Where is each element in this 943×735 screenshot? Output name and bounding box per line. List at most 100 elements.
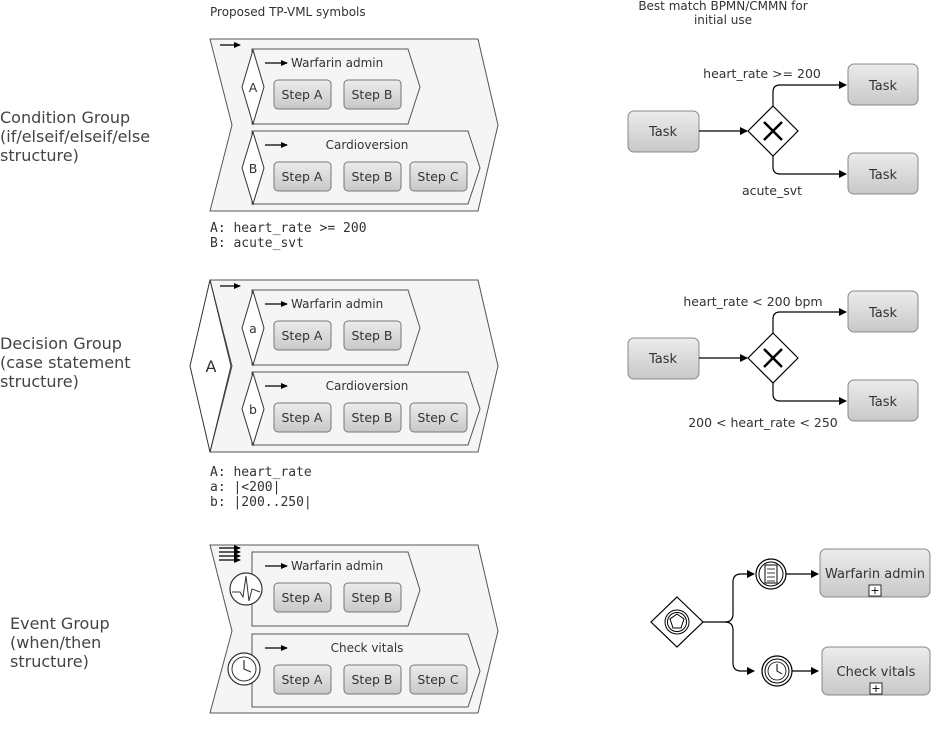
condition-sub1-step-a-button[interactable] (273, 79, 332, 110)
condition-sub1-step-b-label: Step B (351, 87, 392, 102)
decision-bpmn-top-task-label: Task (868, 306, 898, 321)
condition-sub2-step-b-button[interactable] (343, 161, 402, 192)
condition-bpmn-bottom-task-label: Task (868, 168, 898, 183)
event-bpmn-flow-bottom (724, 621, 755, 675)
event-top-collapsed-marker[interactable] (868, 584, 882, 597)
condition-gateway-x-icon (763, 121, 783, 141)
condition-bpmn-flow-bottom (772, 156, 847, 178)
condition-sub1-step-b-button[interactable] (343, 79, 402, 110)
condition-title-line2: (if/elseif/elseif/else (0, 127, 150, 146)
condition-sub2-marker-diamond (241, 130, 265, 206)
decision-bpmn-top-label: heart_rate < 200 bpm (683, 294, 822, 309)
decision-outer-marker: A (206, 357, 217, 376)
condition-sub1-step-a-label: Step A (282, 87, 323, 102)
condition-sub2-step-c-button[interactable] (409, 161, 468, 192)
decision-title-line3: structure) (0, 372, 79, 391)
header-left: Proposed TP-VML symbols (210, 5, 366, 19)
condition-group: Condition Group (if/elseif/elseif/else s… (0, 38, 919, 251)
condition-sub2-step-a-button[interactable] (273, 161, 332, 192)
decision-sub1-title: Warfarin admin (291, 297, 383, 311)
condition-title-line3: structure) (0, 146, 79, 165)
clock-icon (227, 652, 261, 686)
condition-sub1-marker: A (249, 80, 258, 95)
condition-sub2-step-c-label: Step C (417, 169, 458, 184)
decision-sub2-marker-diamond (241, 371, 265, 447)
decision-bpmn-flow-top (772, 308, 847, 333)
condition-sub2-marker: B (249, 161, 258, 176)
decision-sub1-step-a-button[interactable] (273, 320, 332, 351)
decision-legend-line3: b: |200..250| (210, 495, 312, 510)
event-sub2-step-b-button[interactable] (343, 664, 402, 695)
event-based-gateway[interactable] (650, 596, 704, 648)
condition-sub1-title: Warfarin admin (291, 56, 383, 70)
decision-title-line1: Decision Group (0, 334, 122, 353)
decision-bpmn-task-label: Task (648, 352, 678, 367)
event-sub1-step-b-button[interactable] (343, 582, 402, 613)
event-bpmn-bottom-task[interactable] (821, 646, 931, 696)
condition-sub2-step-a-label: Step A (282, 169, 323, 184)
conditional-event-icon[interactable] (755, 558, 787, 590)
decision-bpmn-top-task[interactable] (847, 290, 919, 333)
event-sub2-step-c-label: Step C (417, 672, 458, 687)
decision-bpmn-bottom-task-label: Task (868, 395, 898, 410)
event-sub1-step-a-label: Step A (282, 590, 323, 605)
condition-bpmn-task-label: Task (648, 125, 678, 140)
condition-bpmn-bottom-task[interactable] (847, 152, 919, 195)
event-top-collapsed-marker-label: + (870, 584, 879, 597)
condition-bpmn-flow-top (772, 81, 847, 106)
pulse-icon (229, 572, 263, 606)
decision-legend-line2: a: |<200| (210, 480, 280, 495)
event-sub2-step-a-label: Step A (282, 672, 323, 687)
condition-legend-line1: A: heart_rate >= 200 (210, 221, 367, 236)
decision-sub2-marker: b (249, 402, 257, 417)
decision-bpmn-flow-bottom (772, 383, 847, 405)
event-title-line2: (when/then (10, 633, 101, 652)
condition-sub2-step-b-label: Step B (351, 169, 392, 184)
condition-title-line1: Condition Group (0, 108, 130, 127)
decision-legend-line1: A: heart_rate (210, 465, 312, 480)
event-sub2-step-c-button[interactable] (409, 664, 468, 695)
pentagon-icon (669, 613, 685, 629)
decision-sub2-step-b-button[interactable] (343, 402, 402, 433)
event-title-line1: Event Group (10, 614, 110, 633)
event-sub1-title: Warfarin admin (291, 559, 383, 573)
event-sub1-step-a-button[interactable] (273, 582, 332, 613)
header-right-line1: Best match BPMN/CMMN for (638, 0, 807, 13)
decision-sub1-marker-diamond (241, 289, 265, 367)
event-bpmn-bottom-task-label: Check vitals (837, 665, 916, 680)
event-group: Event Group (when/then structure) Warfar… (10, 544, 931, 714)
decision-sub2-step-c-label: Step C (417, 410, 458, 425)
event-bpmn-top-task[interactable] (819, 548, 931, 598)
decision-sub2-step-b-label: Step B (351, 410, 392, 425)
decision-sub2-title: Cardioversion (326, 379, 409, 393)
decision-bpmn-bottom-label: 200 < heart_rate < 250 (688, 415, 838, 430)
event-sub2-title: Check vitals (331, 641, 404, 655)
condition-bpmn-top-task-label: Task (868, 79, 898, 94)
condition-bpmn-top-label: heart_rate >= 200 (703, 66, 821, 81)
decision-outer-diamond (189, 279, 232, 453)
event-sub1-step-b-label: Step B (351, 590, 392, 605)
decision-bpmn-bottom-task[interactable] (847, 379, 919, 422)
timer-event-icon[interactable] (761, 655, 793, 687)
decision-sub2-step-a-button[interactable] (273, 402, 332, 433)
event-bpmn-flow-top (703, 570, 755, 623)
event-bpmn-top-task-label: Warfarin admin (825, 567, 925, 582)
decision-sub1-step-b-label: Step B (351, 328, 392, 343)
condition-sub2-title: Cardioversion (326, 138, 409, 152)
decision-group: Decision Group (case statement structure… (0, 279, 919, 510)
decision-sub2-step-a-label: Step A (282, 410, 323, 425)
decision-sub1-step-b-button[interactable] (343, 320, 402, 351)
event-sub2-step-b-label: Step B (351, 672, 392, 687)
event-sub2-step-a-button[interactable] (273, 664, 332, 695)
decision-title-line2: (case statement (0, 353, 130, 372)
decision-gateway-x-icon (763, 348, 783, 368)
event-title-line3: structure) (10, 652, 89, 671)
decision-sub2-step-c-button[interactable] (409, 402, 468, 433)
event-bottom-collapsed-marker[interactable] (869, 682, 883, 695)
header-right-line2: initial use (694, 13, 752, 27)
decision-sub1-marker: a (249, 321, 257, 336)
condition-legend-line2: B: acute_svt (210, 236, 304, 251)
event-bottom-collapsed-marker-label: + (871, 682, 880, 695)
condition-bpmn-top-task[interactable] (847, 63, 919, 106)
